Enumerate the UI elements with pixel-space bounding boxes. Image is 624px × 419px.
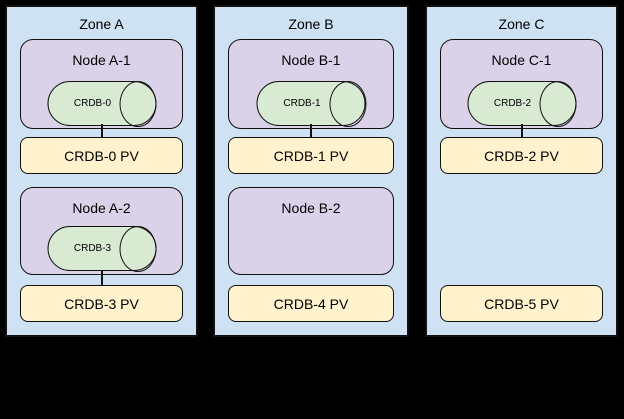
crdb-1-label: CRDB-1 [283,98,321,109]
zone-a-title: Zone A [79,16,124,32]
node-c1: Node C-1 CRDB-2 [440,39,603,129]
node-b2: Node B-2 [228,187,394,275]
node-a1-label: Node A-1 [72,52,131,68]
node-a2: Node A-2 CRDB-3 [20,187,183,275]
zone-c: Zone C Node C-1 CRDB-2 CRDB-2 PV CRDB-5 … [425,5,618,337]
connector-node-c1-to-pv [520,124,523,138]
crdb-1-pv-label: CRDB-1 PV [273,147,349,164]
zone-c-title: Zone C [498,16,545,32]
node-b2-label: Node B-2 [281,200,341,216]
crdb-4-pv-label: CRDB-4 PV [273,295,349,312]
connector-node-b1-to-pv [310,124,312,138]
crdb-2-database-cylinder-icon: CRDB-2 [467,80,577,127]
connector-node-a1-to-pv [100,124,103,138]
zone-b-title: Zone B [288,16,334,32]
node-b1-label: Node B-1 [281,52,341,68]
crdb-3-database-cylinder-icon: CRDB-3 [47,225,157,272]
crdb-2-pv-box: CRDB-2 PV [440,137,603,174]
crdb-0-database-cylinder-icon: CRDB-0 [47,80,157,127]
crdb-3-pv-box: CRDB-3 PV [20,285,183,322]
crdb-5-pv-box: CRDB-5 PV [440,285,603,322]
crdb-2-pv-label: CRDB-2 PV [484,147,559,164]
crdb-4-pv-box: CRDB-4 PV [228,285,394,322]
crdb-2-label: CRDB-2 [493,98,532,109]
crdb-3-pv-label: CRDB-3 PV [64,295,139,312]
crdb-0-pv-box: CRDB-0 PV [20,137,183,174]
node-c1-label: Node C-1 [491,52,552,68]
crdb-3-label: CRDB-3 [73,243,112,254]
crdb-1-database-cylinder-icon: CRDB-1 [256,80,366,127]
crdb-0-label: CRDB-0 [73,98,112,109]
zone-b: Zone B Node B-1 CRDB-1 CRDB-1 PV Node B-… [213,5,409,337]
connector-node-a2-to-pv [100,270,103,286]
crdb-0-pv-label: CRDB-0 PV [64,147,139,164]
node-b1: Node B-1 CRDB-1 [228,39,394,129]
node-a1: Node A-1 CRDB-0 [20,39,183,129]
node-a2-label: Node A-2 [72,200,131,216]
zone-a: Zone A Node A-1 CRDB-0 CRDB-0 PV Node A-… [5,5,198,337]
crdb-5-pv-label: CRDB-5 PV [484,295,559,312]
crdb-1-pv-box: CRDB-1 PV [228,137,394,174]
